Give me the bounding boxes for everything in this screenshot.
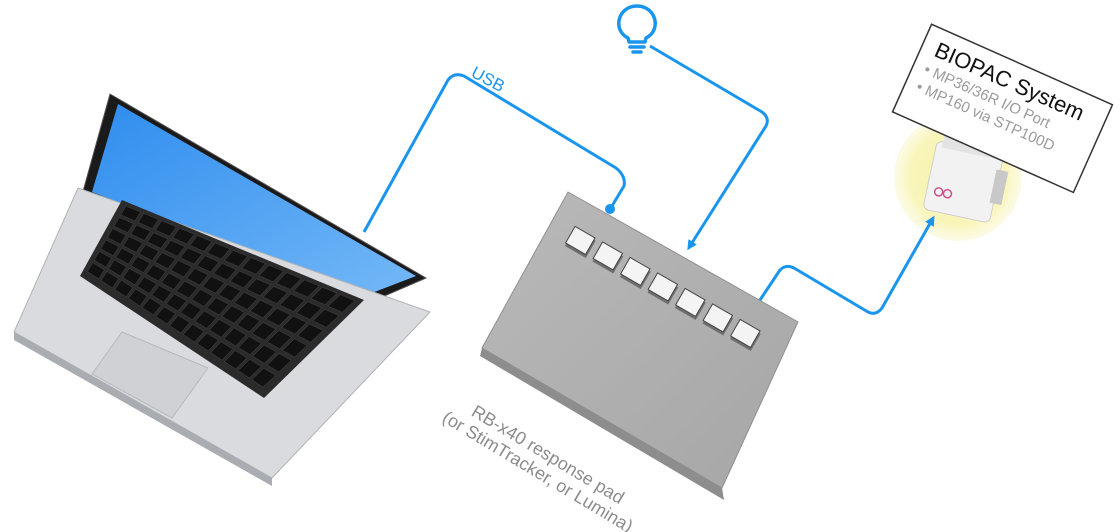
keyboard-key (293, 279, 320, 298)
keyboard-key (327, 294, 356, 313)
keyboard-keys (87, 205, 356, 388)
keyboard-key (251, 367, 276, 388)
keyboard-key (179, 247, 203, 265)
keyboard-key (223, 327, 247, 347)
keyboard-key (120, 205, 142, 222)
keyboard-key (202, 275, 226, 294)
keyboard-key (130, 256, 151, 274)
keyboard-key (224, 249, 249, 268)
keyboard-key (252, 344, 277, 364)
keyboard-key (128, 288, 148, 307)
keyboard-key (130, 224, 151, 241)
keyboard-key (249, 299, 275, 319)
keyboard-key (141, 297, 162, 316)
keyboard-key (163, 239, 186, 257)
pad-button (619, 256, 651, 290)
keyboard-key (233, 291, 258, 310)
keyboard-key (196, 332, 219, 352)
keyboard-key (246, 278, 271, 297)
light-sensor-line (649, 44, 769, 251)
keyboard-key (241, 257, 267, 275)
keyboard-key (146, 232, 169, 249)
keyboard-key (186, 268, 209, 286)
keyboard-key (160, 272, 183, 290)
keyboard-key (262, 285, 289, 304)
keyboard-key (206, 242, 231, 260)
keyboard-key (229, 270, 254, 289)
keyboard-key (138, 244, 160, 261)
output-line (758, 215, 935, 315)
pad-button (729, 318, 761, 352)
keyboard-key (281, 315, 308, 335)
pad-button (702, 303, 734, 336)
keyboard-key (113, 216, 134, 234)
keyboard-key (210, 341, 234, 361)
keyboard-key (170, 260, 193, 278)
keyboard-key (194, 310, 217, 329)
keyboard-key (100, 239, 120, 257)
keyboard-key (266, 330, 292, 350)
keyboard-key (189, 235, 213, 252)
pad-button (564, 225, 596, 259)
keyboard-key (93, 250, 113, 268)
pad-buttons (564, 225, 761, 352)
keyboard-key (154, 252, 176, 270)
keyboard-key (155, 306, 177, 325)
keyboard-key (279, 293, 306, 312)
keyboard-key (221, 305, 245, 324)
usb-cable-line (362, 73, 626, 233)
keyboard-key (191, 289, 214, 307)
keyboard-key (114, 279, 134, 298)
keyboard-key (266, 353, 292, 373)
usb-port-dot (605, 204, 615, 214)
keyboard-key (154, 220, 177, 237)
keyboard-key (87, 262, 105, 280)
keyboard-key (217, 283, 242, 302)
keyboard-key (297, 323, 324, 343)
keyboard-key (295, 301, 323, 320)
keyboard-key (100, 271, 120, 289)
keyboard-key (169, 315, 191, 334)
keyboard-key (172, 227, 195, 245)
keyboard-key (236, 313, 261, 333)
keyboard-key (145, 264, 167, 282)
keyboard-key (251, 321, 277, 341)
keyboard-key (176, 280, 198, 299)
pad-button (674, 287, 706, 321)
keyboard-key (206, 297, 230, 316)
keyboard-key (223, 350, 248, 370)
keyboard-key (213, 262, 237, 281)
keyboard-key (122, 267, 142, 286)
keyboard-key (165, 293, 187, 312)
keyboard-key (108, 259, 128, 277)
lightbulb-icon (617, 4, 657, 54)
keyboard-key (107, 228, 127, 245)
keyboard-key (196, 255, 220, 273)
pad-button (647, 272, 679, 305)
keyboard-key (237, 336, 262, 356)
keyboard-key (115, 247, 135, 265)
keyboard-key (137, 213, 159, 230)
keyboard-key (208, 319, 232, 338)
laptop-icon (13, 93, 431, 486)
keyboard-key (151, 284, 172, 303)
keyboard-key (310, 286, 338, 306)
keyboard-key (265, 307, 291, 327)
keyboard-key (258, 264, 284, 283)
response-pad-icon (480, 191, 799, 500)
keyboard-key (312, 308, 340, 328)
keyboard-key (180, 302, 202, 321)
keyboard-key (275, 272, 302, 290)
keyboard-key (122, 236, 143, 253)
pad-button (592, 241, 624, 274)
keyboard-key (237, 359, 262, 379)
keyboard-key (281, 338, 308, 358)
keyboard-key (136, 276, 157, 294)
keyboard-key (182, 323, 205, 343)
